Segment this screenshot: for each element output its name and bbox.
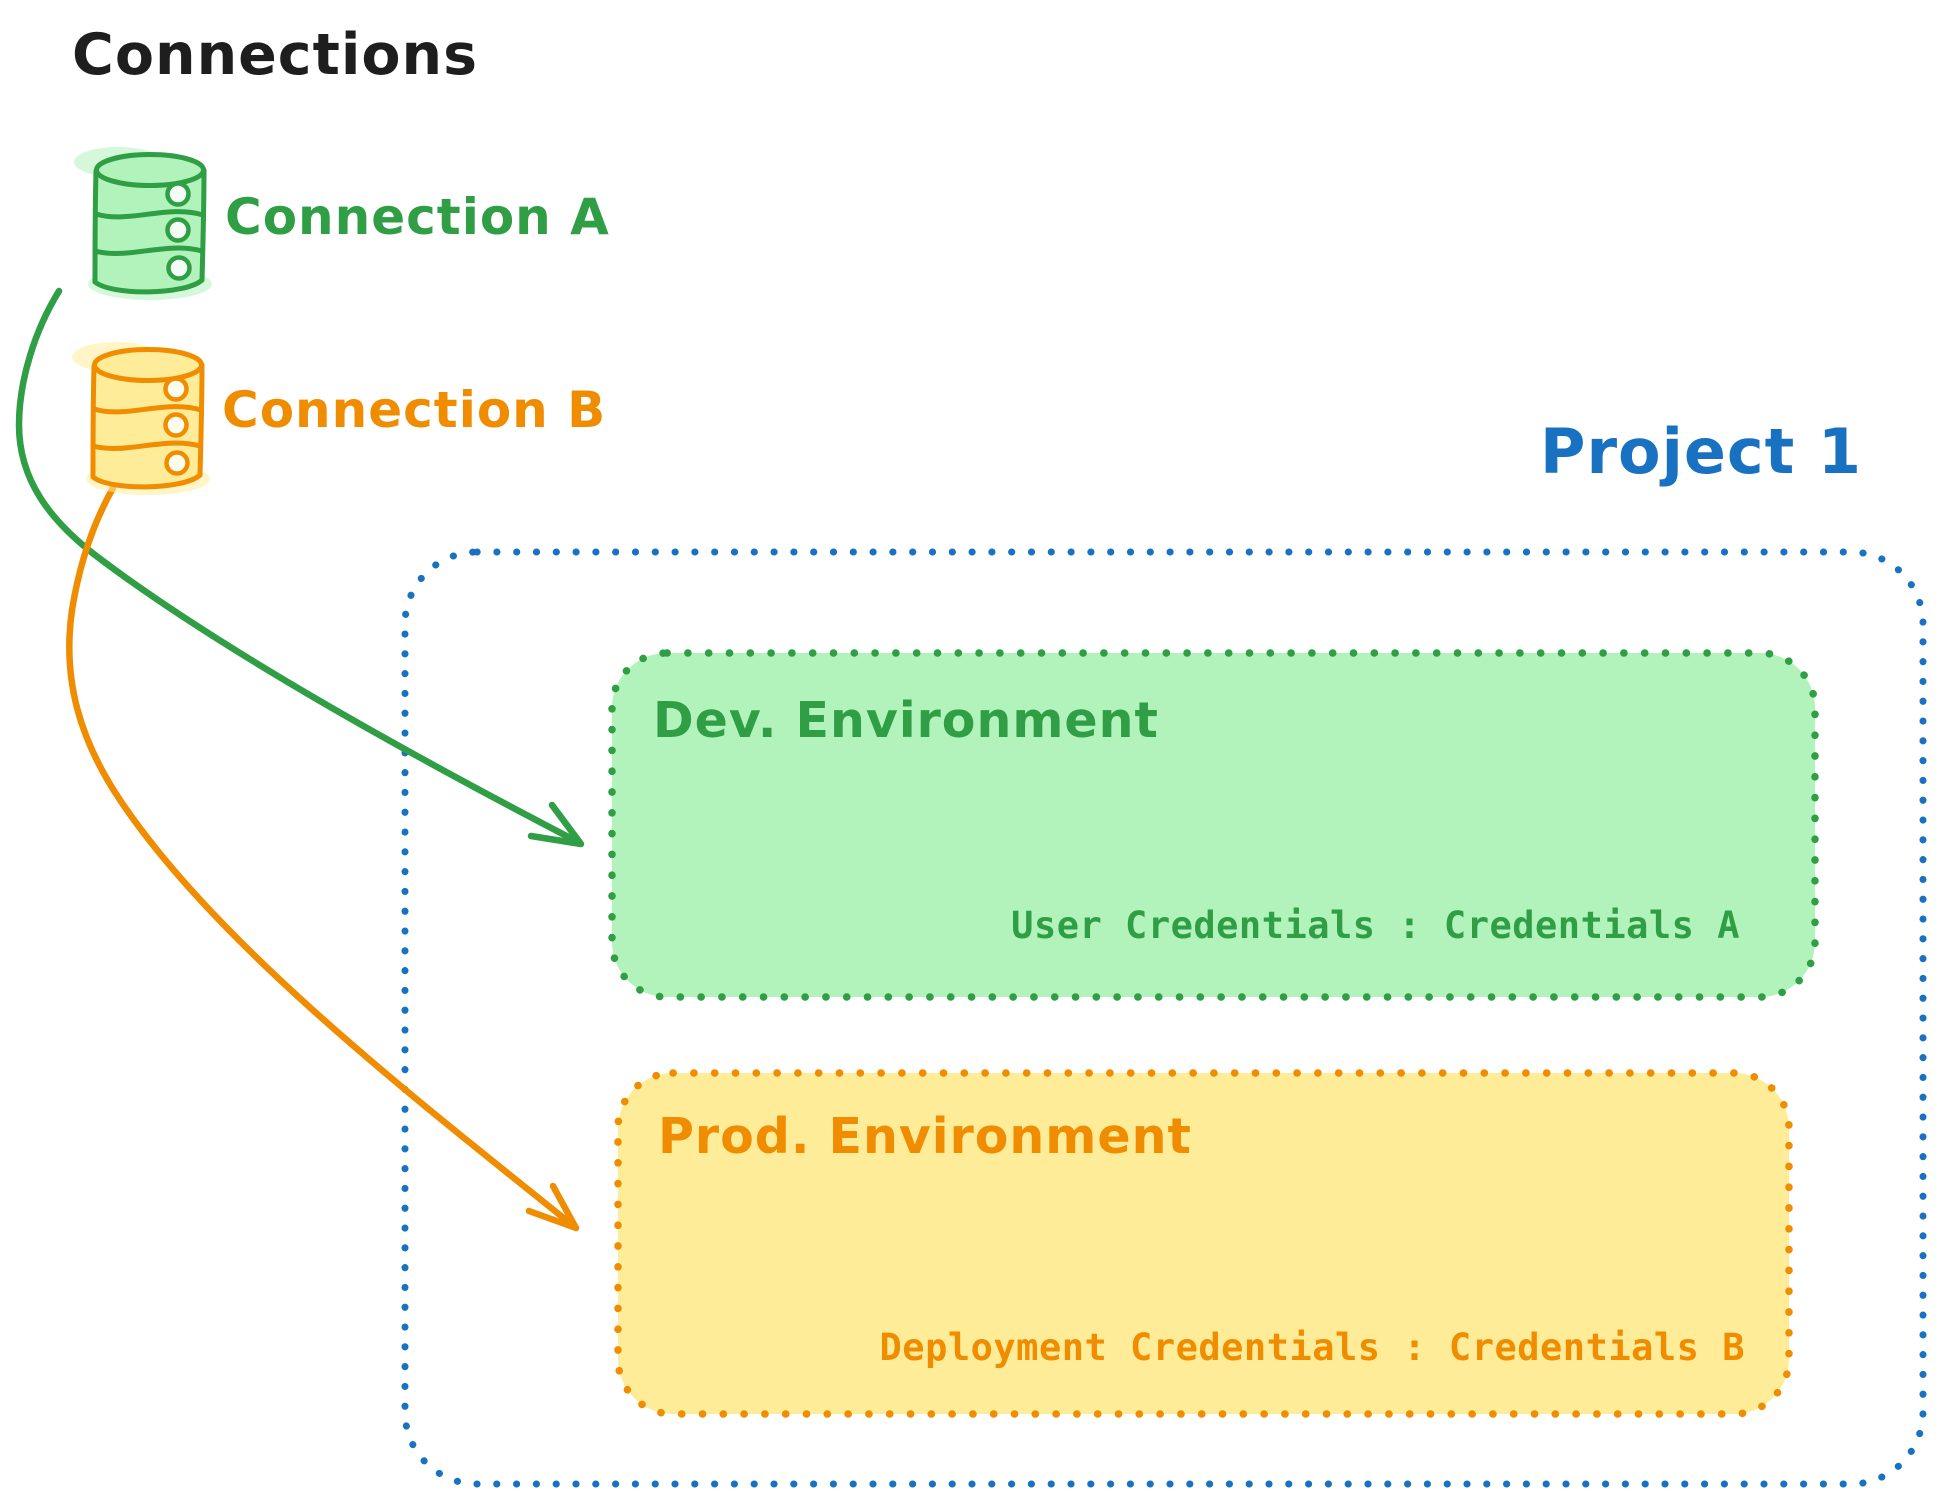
connection-a-arrow — [15, 287, 584, 847]
database-icon — [72, 342, 210, 495]
connection-a-arrowhead-icon — [527, 801, 585, 848]
diagram-title: Connections — [72, 22, 479, 88]
dev-environment-credentials: User Credentials : Credentials A — [1011, 904, 1740, 947]
connection-a-label: Connection A — [225, 188, 610, 246]
connection-b-arrow — [66, 484, 580, 1232]
connection-b-arrowhead-icon — [525, 1182, 580, 1232]
prod-environment-title: Prod. Environment — [658, 1108, 1192, 1165]
project-1-label: Project 1 — [1540, 415, 1863, 488]
dev-environment-title: Dev. Environment — [653, 692, 1159, 749]
prod-environment-box — [614, 1069, 1793, 1418]
dev-environment-box — [608, 649, 1819, 1001]
database-icon — [74, 147, 212, 300]
prod-environment-credentials: Deployment Credentials : Credentials B — [879, 1326, 1745, 1369]
connection-b-label: Connection B — [222, 381, 607, 439]
project-1-boundary — [401, 548, 1927, 1488]
